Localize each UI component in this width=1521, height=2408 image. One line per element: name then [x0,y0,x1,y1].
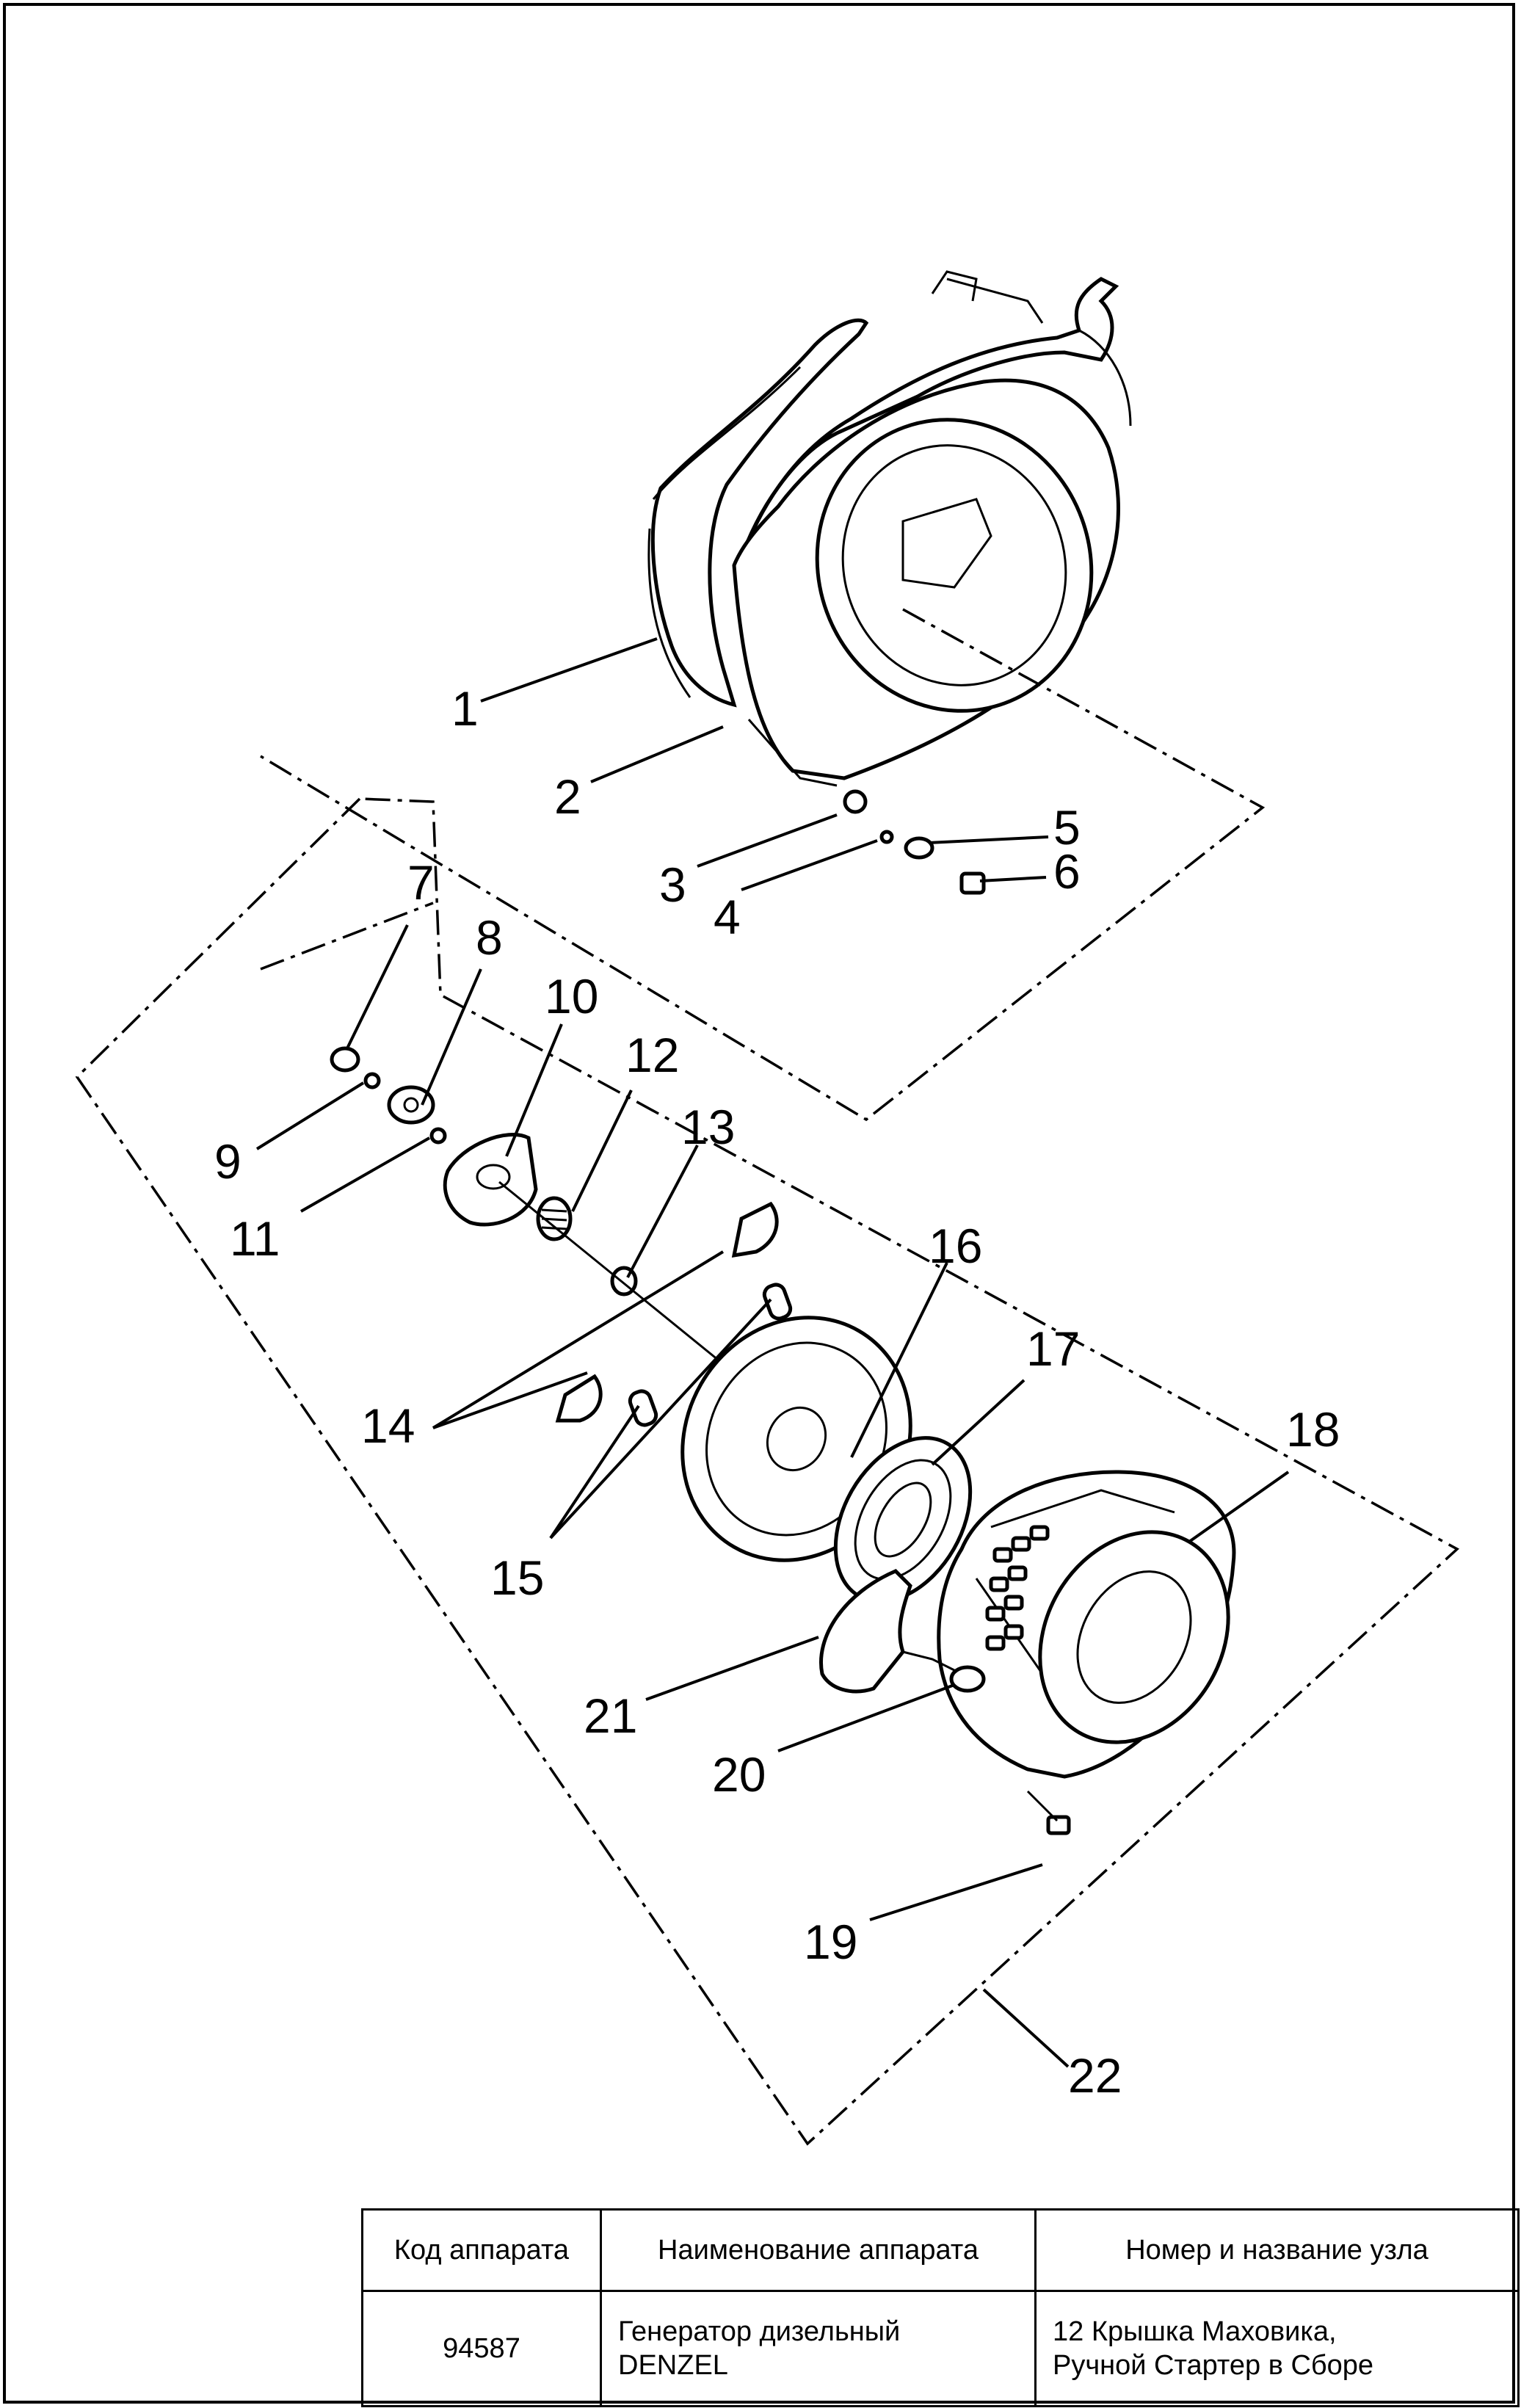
callout-labels: 1 2 3 4 5 6 7 8 9 10 11 12 13 14 15 16 1… [214,681,1340,2103]
assembly-line-2: Ручной Стартер в Сборе [1053,2350,1374,2381]
starter-parts [330,1046,973,1603]
callout-8: 8 [476,910,503,965]
callout-2: 2 [554,769,581,824]
device-name-line-2: DENZEL [618,2350,728,2381]
callout-14: 14 [361,1399,415,1453]
fastener-parts [843,789,986,895]
header-assembly: Номер и название узла [1034,2208,1520,2292]
rope-guide-part [949,1665,986,1693]
cell-device-name: Генератор дизельный DENZEL [600,2290,1037,2407]
device-name-line-1: Генератор дизельный [618,2316,901,2347]
callout-3: 3 [659,857,686,912]
parts-info-table: Код аппарата Наименование аппарата Номер… [361,2208,1520,2407]
callout-17: 17 [1026,1321,1080,1376]
callout-10: 10 [545,969,598,1023]
starter-assembly-outline [75,797,1459,2146]
cell-assembly: 12 Крышка Маховика, Ручной Стартер в Сбо… [1034,2290,1520,2407]
flywheel-cover-part [647,270,1132,787]
callout-21: 21 [584,1689,637,1743]
callout-22: 22 [1068,2048,1122,2103]
shroud-assembly-outline [260,608,1266,1122]
callout-9: 9 [214,1134,242,1189]
table-row: 94587 Генератор дизельный DENZEL 12 Крыш… [361,2290,1520,2407]
starter-housing-part [937,1470,1236,1779]
callout-16: 16 [929,1219,982,1273]
callout-12: 12 [625,1028,679,1082]
callout-13: 13 [681,1100,735,1154]
callout-15: 15 [490,1551,544,1605]
callout-20: 20 [712,1747,766,1802]
header-device-name: Наименование аппарата [600,2208,1037,2292]
callout-6: 6 [1053,844,1081,899]
callout-18: 18 [1286,1402,1340,1457]
exploded-parts-diagram: 1 2 3 4 5 6 7 8 9 10 11 12 13 14 15 16 1… [75,270,1459,2146]
cell-device-code: 94587 [361,2290,602,2407]
starter-handle-part [819,1569,955,1694]
callout-11: 11 [230,1211,280,1266]
callout-1: 1 [451,681,479,736]
callout-4: 4 [714,890,741,944]
table-header-row: Код аппарата Наименование аппарата Номер… [361,2208,1520,2292]
callout-7: 7 [407,855,435,910]
callout-5: 5 [1053,800,1081,855]
leader-lines [255,637,1290,2068]
callout-19: 19 [804,1915,857,1969]
housing-bolt-part [1026,1790,1071,1835]
assembly-line-1: 12 Крышка Маховика, [1053,2316,1337,2347]
inner-outline [260,902,434,971]
header-device-code: Код аппарата [361,2208,602,2292]
